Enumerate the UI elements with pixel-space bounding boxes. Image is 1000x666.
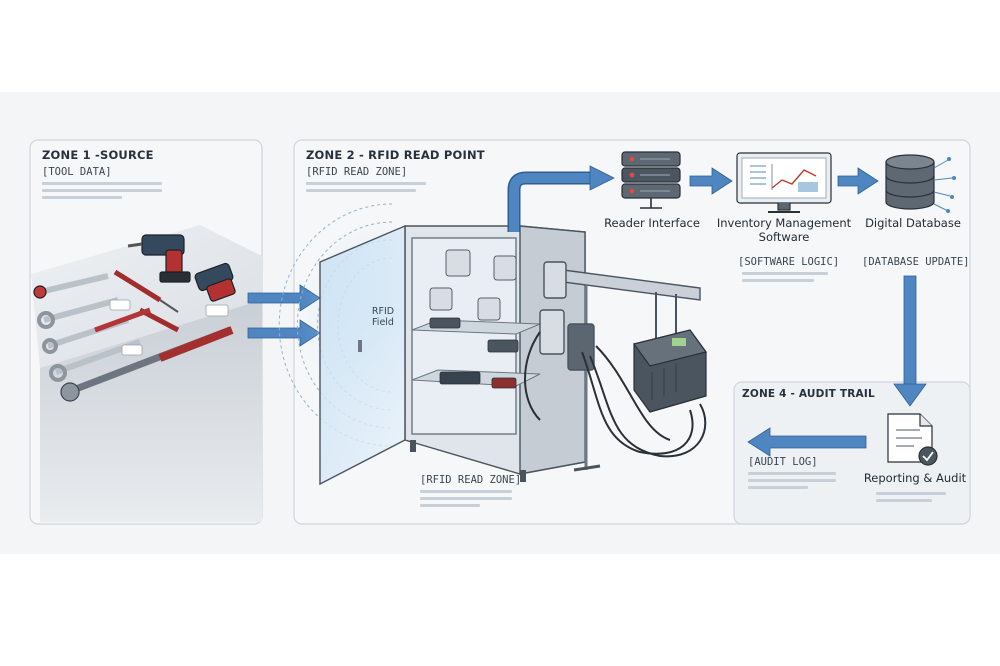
software-tag: [SOFTWARE LOGIC] [738,256,840,268]
audit-log-placeholder [748,472,836,489]
rfid-reader-icon [632,329,708,413]
server-icon [621,151,681,209]
rfid-field-label: RFID Field [358,306,408,328]
flow-arrow-2 [837,167,879,195]
zone1-text-placeholder [42,182,162,199]
zone4-title: ZONE 4 - AUDIT TRAIL [742,388,875,400]
software-label-line1: Inventory Management [716,216,852,230]
zone1-title: ZONE 1 -SOURCE [42,148,154,162]
monitor-chart-icon [736,152,832,213]
rfid-field-label-line2: Field [372,317,394,328]
tool-icon [33,234,236,402]
zone2-tag: [RFID READ ZONE] [306,166,408,178]
reader-interface-label: Reader Interface [604,216,700,230]
zone1-panel [29,139,263,525]
database-tag: [DATABASE UPDATE] [862,256,970,268]
reporting-placeholder [876,492,946,502]
zone2-bottom-placeholder [420,490,512,507]
flow-arrow-1 [689,167,733,195]
software-label-line2: Software [758,230,810,244]
document-check-icon [887,413,938,466]
software-label: Inventory Management Software [716,216,852,244]
software-placeholder [742,272,828,282]
flow-arrow-down [893,275,927,407]
database-icon [885,154,956,213]
reader-cables [524,331,707,458]
database-label: Digital Database [865,216,961,230]
rfid-field-label-line1: RFID [371,306,395,317]
audit-log-tag: [AUDIT LOG] [748,456,818,468]
zone2-bottom-tag: [RFID READ ZONE] [420,474,522,486]
flow-arrow-left [747,427,867,457]
flow-arrow-up [507,165,615,232]
zone1-tag: [TOOL DATA] [42,166,112,178]
antenna-icon [539,261,701,472]
reporting-label: Reporting & Audit [863,471,967,485]
zone2-title: ZONE 2 - RFID READ POINT [306,148,485,162]
zone2-text-placeholder [306,182,426,192]
